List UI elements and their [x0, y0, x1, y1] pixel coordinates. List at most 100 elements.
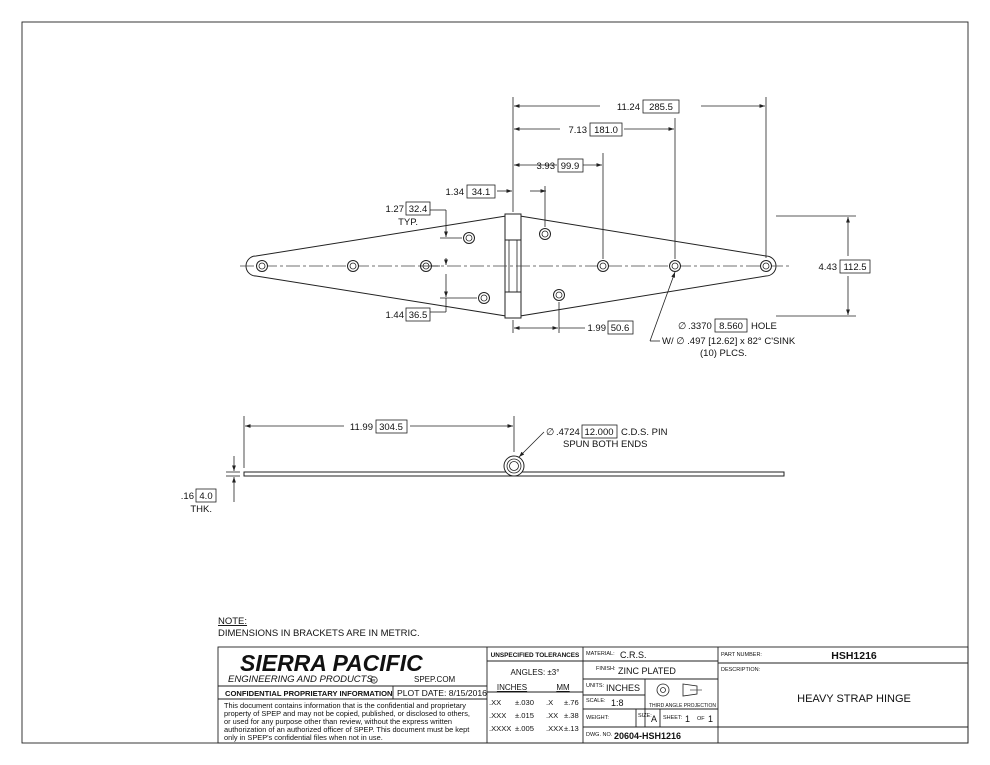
svg-text:±.13: ±.13 — [564, 724, 579, 733]
scale-label: SCALE: — [586, 698, 606, 704]
knuckle-segment-bottom — [504, 291, 522, 319]
svg-text:C.D.S. PIN: C.D.S. PIN — [621, 427, 668, 438]
dim-overall-length: 11.24 285.5 — [617, 99, 680, 114]
dim-pin-length: 11.99 304.5 — [350, 419, 408, 434]
of-label: OF — [697, 716, 705, 722]
svg-text:1.99: 1.99 — [588, 323, 607, 334]
hole — [597, 260, 609, 272]
svg-text:.X: .X — [546, 698, 553, 707]
note-text: DIMENSIONS IN BRACKETS ARE IN METRIC. — [218, 628, 420, 639]
svg-text:HOLE: HOLE — [751, 321, 777, 332]
svg-text:only in SPEP's confidential fi: only in SPEP's confidential files when n… — [224, 733, 383, 742]
dim-pin-offset: 1.34 34.1 — [446, 184, 496, 199]
svg-text:R: R — [372, 678, 376, 683]
pin-knuckle-mid — [506, 458, 522, 474]
svg-text:11.99: 11.99 — [350, 422, 373, 433]
part-number: HSH1216 — [831, 650, 877, 662]
plot-date: PLOT DATE: 8/15/2016 — [397, 688, 487, 698]
company-website: SPEP.COM — [414, 675, 456, 684]
material-value: C.R.S. — [620, 650, 647, 660]
dim-lower-hole-offset: 1.99 50.6 — [588, 320, 634, 335]
dimension-arrows — [430, 104, 850, 342]
svg-text:or used for any purpose other: or used for any purpose other than revie… — [224, 717, 452, 726]
title-block — [217, 646, 969, 744]
confidential-text: This document contains information that … — [224, 701, 470, 742]
svg-text:SPUN BOTH ENDS: SPUN BOTH ENDS — [563, 439, 647, 450]
svg-text:32.4: 32.4 — [409, 204, 428, 215]
svg-text:TYP.: TYP. — [398, 217, 418, 228]
svg-text:1.34: 1.34 — [446, 187, 465, 198]
dim-hole-spacing-lower: 1.44 36.5 — [386, 307, 431, 322]
svg-text:.XXXX: .XXXX — [489, 724, 511, 733]
svg-text:11.24: 11.24 — [617, 102, 640, 113]
side-view-dimensions — [226, 416, 545, 502]
part-number-label: PART NUMBER: — [721, 652, 762, 658]
dim-hole-far: 7.13 181.0 — [569, 122, 623, 137]
svg-text:∅: ∅ — [678, 321, 686, 332]
description: HEAVY STRAP HINGE — [797, 693, 911, 705]
dim-hole-spacing-typ: 1.27 32.4 TYP. — [386, 201, 431, 228]
dim-width: 4.43 112.5 — [819, 259, 871, 274]
third-angle-projection-icon — [656, 683, 702, 697]
svg-text:50.6: 50.6 — [611, 323, 630, 334]
hole — [463, 232, 475, 244]
svg-text:±.015: ±.015 — [515, 711, 534, 720]
mm-label: MM — [556, 683, 570, 692]
units-label: UNITS: — [586, 683, 605, 689]
note-title: NOTE: — [218, 616, 247, 627]
angles-tolerance: ANGLES: ±3° — [511, 668, 560, 677]
svg-text:1.27: 1.27 — [386, 204, 405, 215]
hole — [669, 260, 681, 272]
svg-text:7.13: 7.13 — [569, 125, 588, 136]
finish-value: ZINC PLATED — [618, 666, 676, 676]
svg-text:authorization of an authorized: authorization of an authorized officer o… — [224, 725, 469, 734]
svg-text:12.000: 12.000 — [584, 427, 613, 438]
svg-text:.XXX: .XXX — [546, 724, 563, 733]
svg-text:1.44: 1.44 — [386, 310, 405, 321]
hole — [760, 260, 772, 272]
hinge-side-view — [243, 455, 785, 477]
svg-text:W/ ∅ .497 [12.62] x 82° C'SINK: W/ ∅ .497 [12.62] x 82° C'SINK — [662, 336, 796, 347]
svg-text:±.030: ±.030 — [515, 698, 534, 707]
svg-text:(10) PLCS.: (10) PLCS. — [700, 348, 747, 359]
svg-text:.XX: .XX — [489, 698, 501, 707]
hole — [478, 292, 490, 304]
finish-label: FINISH: — [596, 666, 616, 672]
material-label: MATERIAL: — [586, 651, 615, 657]
company-name: SIERRA PACIFIC — [240, 650, 423, 676]
hinge-top-view — [240, 213, 790, 319]
scale-value: 1:8 — [611, 698, 624, 708]
dim-thickness: .16 4.0 THK. — [181, 488, 217, 515]
size-label: SIZE: — [638, 713, 652, 719]
dwg-no-label: DWG. NO. — [586, 732, 613, 738]
svg-text:3.93: 3.93 — [537, 161, 556, 172]
hole — [539, 228, 551, 240]
size-value: A — [651, 714, 657, 724]
svg-text:.4724: .4724 — [556, 427, 580, 438]
svg-text:36.5: 36.5 — [409, 310, 428, 321]
tolerance-rows: .XX ±.030 .X ±.76 .XXX ±.015 .XX ±.38 .X… — [489, 698, 579, 733]
svg-text:285.5: 285.5 — [649, 102, 673, 113]
hole — [256, 260, 268, 272]
description-label: DESCRIPTION: — [721, 667, 761, 673]
svg-text:±.005: ±.005 — [515, 724, 534, 733]
hole-callout: ∅ .3370 8.560 HOLE W/ ∅ .497 [12.62] x 8… — [662, 318, 796, 359]
svg-text:.XXX: .XXX — [489, 711, 506, 720]
hole — [553, 289, 565, 301]
confidential-label: CONFIDENTIAL PROPRIETARY INFORMATION — [225, 689, 392, 698]
dimension-lines — [420, 97, 856, 333]
svg-text:4.0: 4.0 — [199, 491, 212, 502]
svg-text:.XX: .XX — [546, 711, 558, 720]
svg-text:4.43: 4.43 — [819, 262, 838, 273]
hinge-left-leaf — [245, 215, 507, 317]
svg-text:8.560: 8.560 — [719, 321, 743, 332]
sheet-label: SHEET: — [663, 715, 683, 721]
company-subtitle: ENGINEERING AND PRODUCTS — [228, 674, 373, 685]
svg-text:∅: ∅ — [546, 427, 554, 438]
units-value: INCHES — [606, 683, 640, 693]
svg-text:±.76: ±.76 — [564, 698, 579, 707]
svg-text:±.38: ±.38 — [564, 711, 579, 720]
dwg-no-value: 20604-HSH1216 — [614, 731, 681, 741]
sheet-total: 1 — [708, 714, 713, 724]
pin — [509, 461, 519, 471]
